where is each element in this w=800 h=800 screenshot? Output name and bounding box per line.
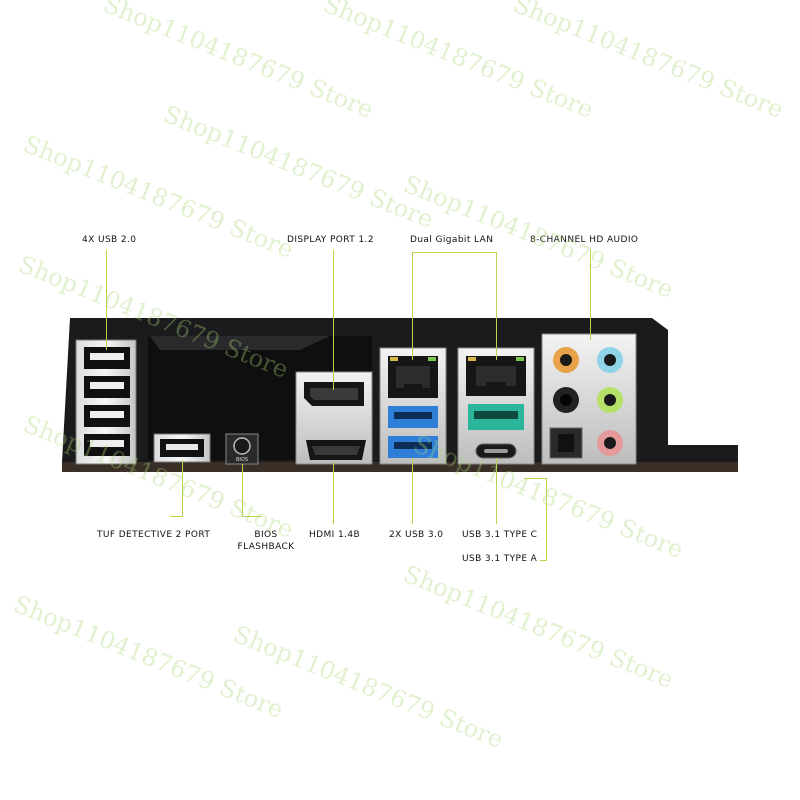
leader-bios-v (242, 464, 243, 516)
tuf-detective-port (153, 433, 211, 463)
leader-hdmi (333, 462, 334, 524)
leader-displayport (333, 250, 334, 390)
dp-hdmi-column (295, 371, 373, 465)
label-usb31a: USB 3.1 TYPE A (462, 554, 538, 564)
lan-usb30-column (379, 347, 447, 465)
leader-lan-v2 (496, 252, 497, 360)
leader-usb31c (496, 458, 497, 524)
leader-audio (590, 250, 591, 340)
bios-button-text: BIOS (236, 457, 248, 463)
leader-lan-h (412, 252, 496, 253)
label-usb20: 4X USB 2.0 (82, 235, 137, 245)
usb20-stack (75, 339, 137, 465)
leader-lan-v1 (412, 252, 413, 360)
leader-usb31a-h2 (540, 560, 547, 561)
label-audio: 8-CHANNEL HD AUDIO (530, 235, 639, 245)
label-displayport: DISPLAY PORT 1.2 (287, 235, 374, 245)
label-usb30: 2X USB 3.0 (389, 530, 444, 540)
label-bios-line2: FLASHBACK (237, 542, 295, 552)
label-tuf: TUF DETECTIVE 2 PORT (97, 530, 211, 540)
label-lan: Dual Gigabit LAN (410, 235, 494, 245)
leader-usb31a-v (546, 478, 547, 560)
audio-block (541, 333, 637, 465)
label-hdmi: HDMI 1.4B (309, 530, 361, 540)
io-shroud-bevel (150, 336, 330, 350)
leader-usb31a-h1 (524, 478, 546, 479)
leader-bios-h (242, 516, 262, 517)
label-usb31c: USB 3.1 TYPE C (462, 530, 538, 540)
leader-usb30 (412, 458, 413, 524)
leader-usb20 (106, 250, 107, 350)
lan-usb31-column (457, 347, 535, 465)
bios-flashback-button: BIOS (225, 433, 259, 465)
leader-tuf-v (182, 460, 183, 516)
leader-tuf-h (170, 516, 183, 517)
label-bios-line1: BIOS (254, 530, 278, 540)
